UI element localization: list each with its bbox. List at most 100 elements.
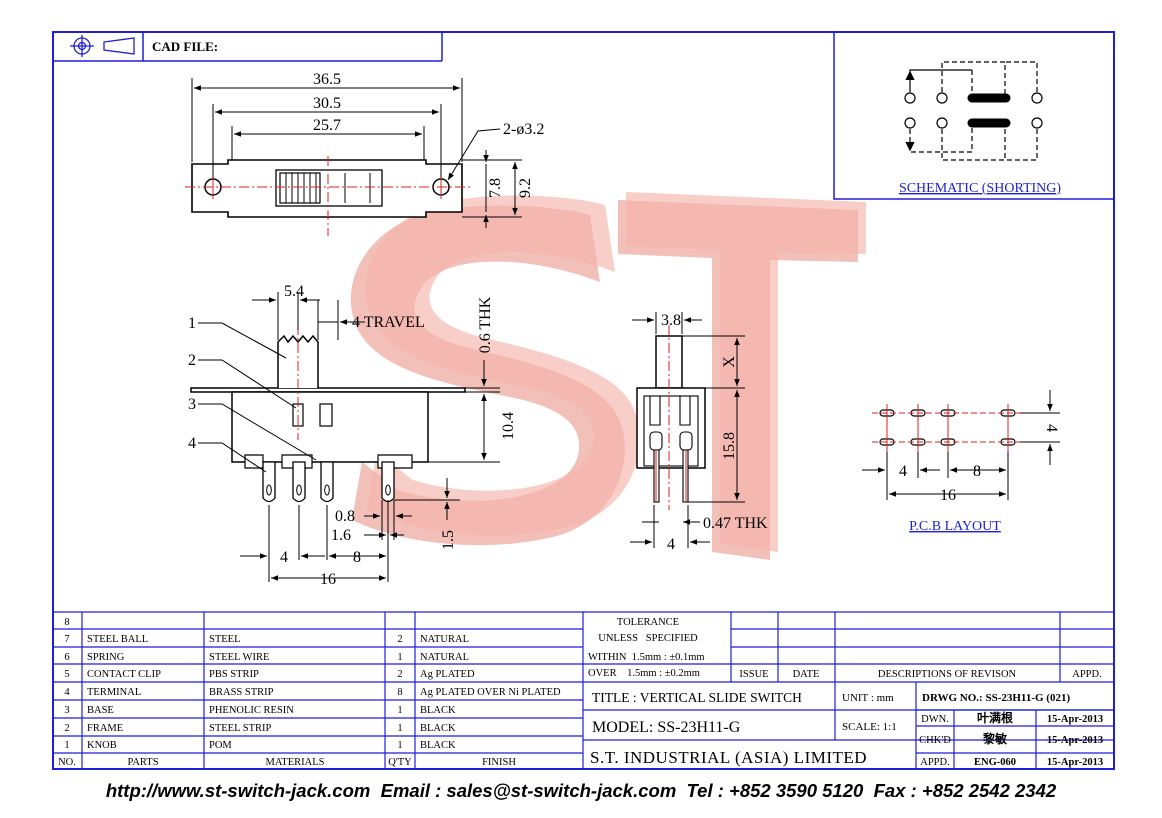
row-part: FRAME <box>87 723 123 734</box>
pcb-dim-spacing: 8 <box>973 463 981 480</box>
tolerance-title: TOLERANCE <box>617 617 679 628</box>
row-no: 7 <box>64 634 69 645</box>
dim-span: 16 <box>320 571 336 588</box>
row-finish: BLACK <box>420 723 456 734</box>
revision-description: DESCRIPTIONS OF REVISON <box>878 669 1017 680</box>
dim-pin-length: 1.5 <box>440 530 457 550</box>
row-part: KNOB <box>87 740 117 751</box>
pcb-dim-row: 4 <box>1043 424 1060 432</box>
unit-label: UNIT : mm <box>842 692 894 704</box>
row-material: POM <box>209 740 232 751</box>
row-no: 8 <box>64 617 69 628</box>
row-no: 3 <box>64 705 69 716</box>
watermark-logo <box>350 192 866 560</box>
chkd-name: 黎敏 <box>983 731 1008 746</box>
side-view-dimensions <box>198 292 500 582</box>
row-material: PBS STRIP <box>209 669 259 680</box>
header-parts: PARTS <box>127 757 158 768</box>
dim-holes: 2-ø3.2 <box>503 121 544 138</box>
pcb-dimensions <box>862 390 1060 500</box>
header-qty: Q'TY <box>388 757 412 768</box>
revision-issue: ISSUE <box>739 669 768 680</box>
row-finish: Ag PLATED <box>420 669 475 680</box>
dim-pin-spacing: 8 <box>353 549 361 566</box>
row-part: TERMINAL <box>87 687 141 698</box>
row-material: BRASS STRIP <box>209 687 274 698</box>
row-no: 5 <box>64 669 69 680</box>
row-material: PHENOLIC RESIN <box>209 705 294 716</box>
table-row: 2 FRAME STEEL STRIP 1 BLACK <box>64 723 456 734</box>
row-qty: 1 <box>397 723 402 734</box>
dim-pin-width: 0.8 <box>335 508 355 525</box>
callout-1: 1 <box>188 315 196 332</box>
tolerance-within: WITHIN 1.5mm : ±0.1mm <box>588 652 705 663</box>
row-qty: 8 <box>397 687 402 698</box>
contact-footer: http://www.st-switch-jack.com Email : sa… <box>105 780 1057 801</box>
dwn-name: 叶满根 <box>977 710 1013 725</box>
row-qty: 1 <box>397 740 402 751</box>
header-no: NO. <box>58 757 76 768</box>
revision-date: DATE <box>793 669 820 680</box>
row-qty: 1 <box>397 652 402 663</box>
table-row: 8 <box>64 617 69 628</box>
dim-total-height: 15.8 <box>721 432 738 460</box>
dim-pin-pitch-fine: 1.6 <box>331 527 351 544</box>
dim-height-b: 9.2 <box>517 178 534 198</box>
dim-hole-pitch: 30.5 <box>313 95 341 112</box>
table-row: 1 KNOB POM 1 BLACK <box>64 740 456 751</box>
appd-label: APPD. <box>920 757 949 768</box>
dim-body-height: 10.4 <box>500 412 517 440</box>
end-view-dimensions <box>630 312 745 548</box>
dwn-label: DWN. <box>921 714 949 725</box>
side-view-labels: 5.4 4 TRAVEL 0.6 THK 10.4 0.8 1.6 1.5 4 … <box>188 283 517 588</box>
row-finish: BLACK <box>420 740 456 751</box>
end-view-labels: 3.8 X 15.8 0.47 THK 4 <box>661 312 768 553</box>
dwn-date: 15-Apr-2013 <box>1047 714 1103 725</box>
chkd-date: 15-Apr-2013 <box>1047 735 1103 746</box>
dim-knob-width: 5.4 <box>284 283 304 300</box>
table-row: 5 CONTACT CLIP PBS STRIP 2 Ag PLATED <box>64 669 475 680</box>
row-part: SPRING <box>87 652 125 663</box>
row-part: CONTACT CLIP <box>87 669 161 680</box>
dim-overall: 36.5 <box>313 71 341 88</box>
cad-file-label: CAD FILE: <box>152 39 218 54</box>
row-finish: NATURAL <box>420 634 469 645</box>
pcb-layout <box>872 404 1025 452</box>
dim-body: 25.7 <box>313 117 341 134</box>
appd-name: ENG-060 <box>974 757 1016 768</box>
top-view-labels: 36.5 30.5 25.7 2-ø3.2 7.8 9.2 <box>313 71 544 198</box>
row-finish: NATURAL <box>420 652 469 663</box>
row-material: STEEL WIRE <box>209 652 269 663</box>
callout-4: 4 <box>188 435 196 452</box>
top-view <box>185 156 470 236</box>
row-no: 1 <box>64 740 69 751</box>
row-finish: BLACK <box>420 705 456 716</box>
dim-pin-pitch: 4 <box>280 549 288 566</box>
row-part: BASE <box>87 705 114 716</box>
company-name: S.T. INDUSTRIAL (ASIA) LIMITED <box>590 748 867 767</box>
end-view <box>636 325 706 510</box>
row-material: STEEL STRIP <box>209 723 271 734</box>
schematic-diagram <box>904 61 1043 161</box>
pcb-labels: 4 4 8 16 P.C.B LAYOUT <box>899 424 1060 534</box>
callout-2: 2 <box>188 352 196 369</box>
scale-label: SCALE: 1:1 <box>842 721 897 733</box>
row-qty: 2 <box>397 669 402 680</box>
row-qty: 2 <box>397 634 402 645</box>
schematic-title: SCHEMATIC (SHORTING) <box>899 181 1061 196</box>
row-finish: Ag PLATED OVER Ni PLATED <box>420 687 561 698</box>
model-label: MODEL: SS-23H11-G <box>592 719 741 736</box>
dim-travel: 4 TRAVEL <box>352 314 425 331</box>
parts-table: NO. PARTS MATERIALS Q'TY FINISH 8 7 STEE… <box>58 617 561 768</box>
drawing-title: TITLE : VERTICAL SLIDE SWITCH <box>592 690 802 705</box>
row-no: 4 <box>64 687 70 698</box>
drawing-number: DRWG NO.: SS-23H11-G (021) <box>922 692 1070 704</box>
row-no: 6 <box>64 652 69 663</box>
pcb-dim-span: 16 <box>940 487 956 504</box>
dim-height-a: 7.8 <box>487 178 504 198</box>
callout-3: 3 <box>188 396 196 413</box>
row-no: 2 <box>64 723 69 734</box>
dim-pin-thk: 0.47 THK <box>703 515 768 532</box>
side-view <box>190 325 466 503</box>
